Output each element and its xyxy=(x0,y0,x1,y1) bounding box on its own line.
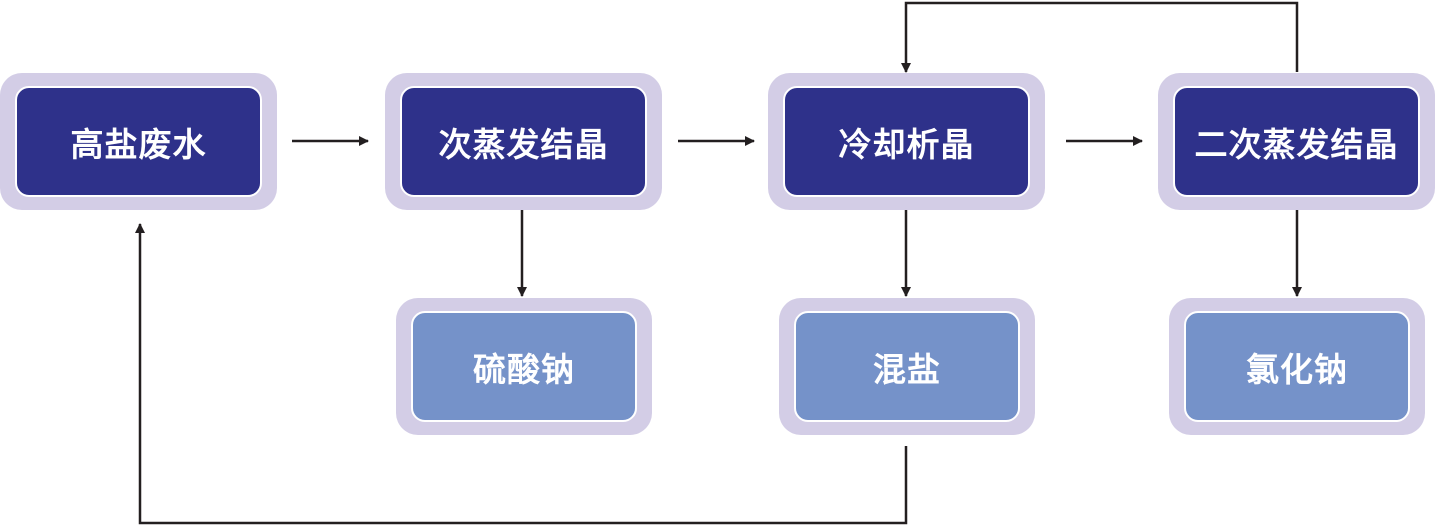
arrow-mixed-salt-return xyxy=(135,223,908,525)
node-wastewater: 高盐废水 xyxy=(0,73,277,210)
node-wastewater-label: 高盐废水 xyxy=(15,86,262,197)
node-evap1: 次蒸发结晶 xyxy=(385,73,662,210)
node-sodium-sulfate-label: 硫酸钠 xyxy=(411,311,637,422)
node-evap1-label: 次蒸发结晶 xyxy=(400,86,647,197)
node-cooling: 冷却析晶 xyxy=(768,73,1045,210)
node-sodium-chloride-label: 氯化钠 xyxy=(1184,311,1410,422)
node-mixed-salt: 混盐 xyxy=(779,298,1035,435)
node-mixed-salt-label: 混盐 xyxy=(794,311,1020,422)
node-sodium-sulfate: 硫酸钠 xyxy=(396,298,652,435)
node-evap2: 二次蒸发结晶 xyxy=(1158,73,1435,210)
node-cooling-label: 冷却析晶 xyxy=(783,86,1030,197)
node-sodium-chloride: 氯化钠 xyxy=(1169,298,1425,435)
node-evap2-label: 二次蒸发结晶 xyxy=(1173,86,1420,197)
arrow-evap2-return xyxy=(901,1,1299,73)
